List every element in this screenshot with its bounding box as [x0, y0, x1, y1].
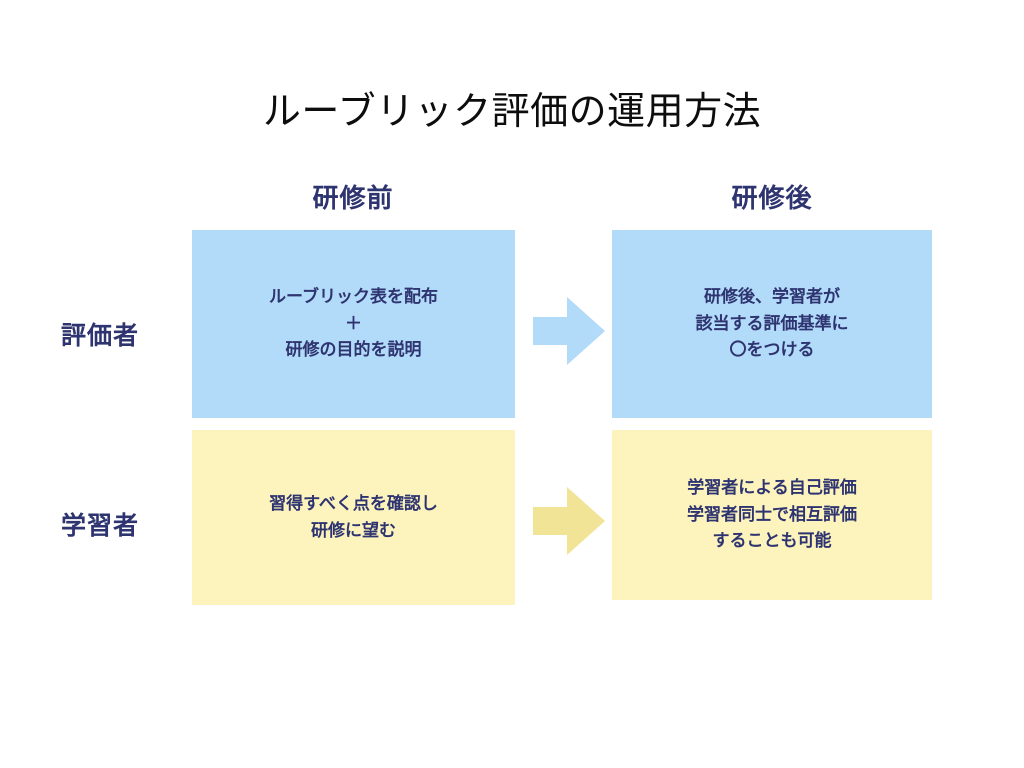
row-label-learner: 学習者 — [60, 511, 139, 540]
arrow-right-icon-learner — [533, 487, 605, 555]
cell-evaluator-before: ルーブリック表を配布 ＋ 研修の目的を説明 — [192, 230, 515, 418]
cell-evaluator-before-text: ルーブリック表を配布 ＋ 研修の目的を説明 — [269, 287, 438, 361]
cell-learner-before: 習得すべく点を確認し 研修に望む — [192, 430, 515, 605]
cell-evaluator-after-text: 研修後、学習者が 該当する評価基準に 〇をつける — [695, 287, 849, 361]
row-label-evaluator: 評価者 — [60, 321, 139, 350]
column-header-before: 研修前 — [312, 184, 394, 214]
arrow-right-icon-evaluator — [533, 297, 605, 365]
cell-evaluator-after: 研修後、学習者が 該当する評価基準に 〇をつける — [612, 230, 932, 418]
column-header-after: 研修後 — [731, 184, 813, 214]
cell-learner-after-text: 学習者による自己評価 学習者同士で相互評価 することも可能 — [687, 478, 857, 552]
page-title: ルーブリック評価の運用方法 — [262, 89, 762, 133]
cell-learner-after: 学習者による自己評価 学習者同士で相互評価 することも可能 — [612, 430, 932, 600]
cell-learner-before-text: 習得すべく点を確認し 研修に望む — [269, 494, 438, 541]
